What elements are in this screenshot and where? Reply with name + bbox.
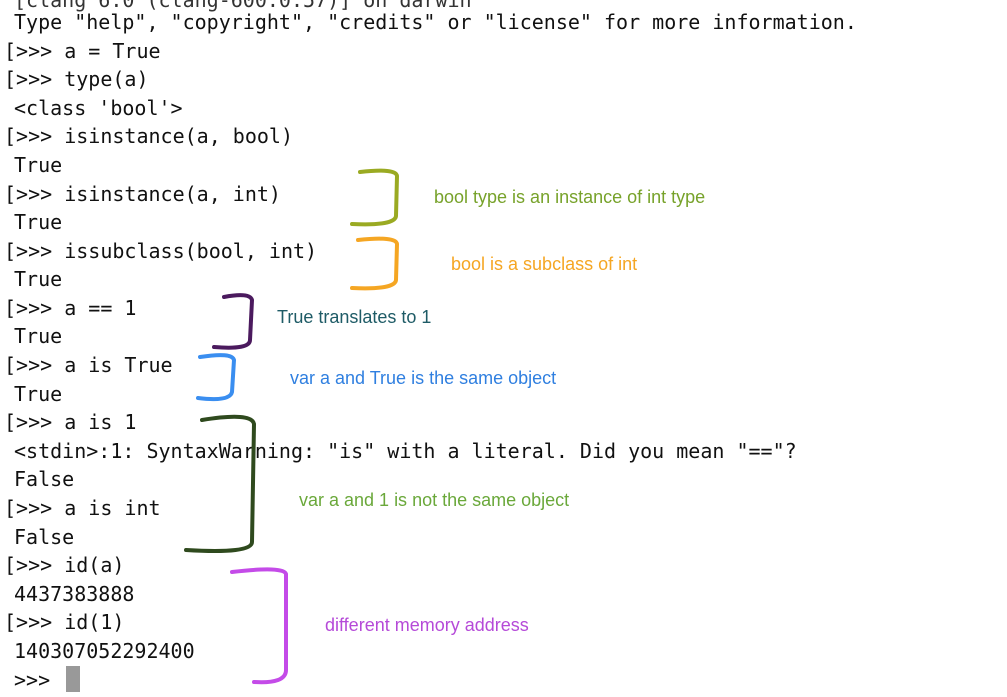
annotation-memory-address: different memory address — [325, 615, 529, 635]
annotation-true-is-one: True translates to 1 — [277, 307, 432, 327]
terminal-input-line: [>>> a = True — [4, 39, 161, 63]
terminal-output-line: <class 'bool'> — [14, 96, 183, 120]
terminal-input-line: [>>> a is True — [4, 353, 173, 377]
terminal-line-banner: [clang 6.0 (clang-600.0.57)] on darwin — [14, 0, 472, 12]
annotation-subclass: bool is a subclass of int — [451, 254, 638, 274]
annotation-not-same-object: var a and 1 is not the same object — [299, 490, 570, 510]
terminal-input-line: [>>> issubclass(bool, int) — [4, 239, 318, 263]
brace-blue — [196, 353, 236, 402]
brace-violet — [230, 567, 288, 685]
terminal-output-line: False — [14, 467, 75, 491]
terminal-input-line: [>>> type(a) — [4, 67, 149, 91]
terminal-output-line: False — [14, 525, 75, 549]
terminal-input-line: [>>> id(1) — [4, 610, 125, 634]
terminal-output-line: True — [14, 382, 63, 406]
terminal-output-line: True — [14, 210, 63, 234]
terminal-output-line: True — [14, 153, 63, 177]
terminal-output-line: 4437383888 — [14, 582, 135, 606]
annotation-same-object: var a and True is the same object — [290, 368, 557, 388]
terminal-output-line: 140307052292400 — [14, 639, 195, 663]
terminal-input-line: [>>> a is 1 — [4, 410, 137, 434]
terminal-line-info: Type "help", "copyright", "credits" or "… — [14, 10, 857, 34]
terminal-input-line: [>>> id(a) — [4, 553, 125, 577]
brace-purple-dark — [212, 293, 254, 350]
brace-olive — [350, 168, 399, 227]
terminal-active-prompt[interactable]: >>> — [14, 668, 51, 692]
annotation-instance: bool type is an instance of int type — [434, 187, 706, 207]
brace-orange — [350, 236, 399, 291]
terminal-warning-line: <stdin>:1: SyntaxWarning: "is" with a li… — [14, 439, 797, 463]
terminal-input-line: [>>> isinstance(a, bool) — [4, 124, 293, 148]
terminal-input-line: [>>> a == 1 — [4, 296, 137, 320]
terminal-output-line: True — [14, 324, 63, 348]
text-cursor[interactable] — [66, 666, 80, 692]
terminal-output-line: True — [14, 267, 63, 291]
terminal-input-line: [>>> a is int — [4, 496, 161, 520]
terminal-input-line: [>>> isinstance(a, int) — [4, 182, 281, 206]
